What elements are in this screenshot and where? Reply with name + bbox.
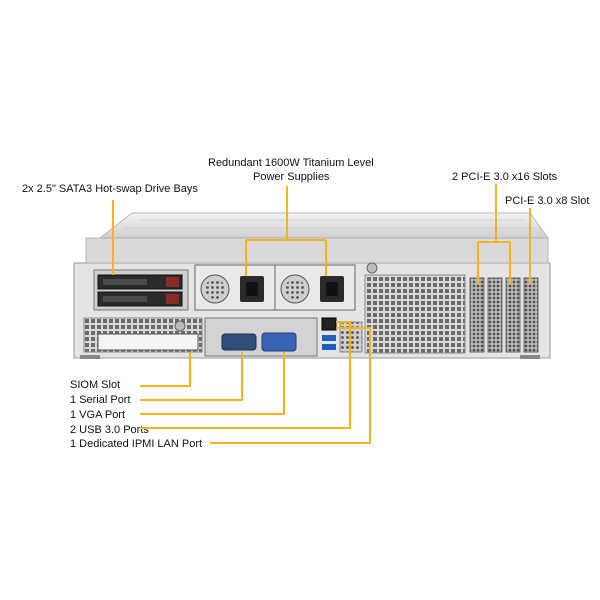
- serial-label: 1 Serial Port: [70, 394, 131, 406]
- vga-label: 1 VGA Port: [70, 409, 126, 421]
- siom-slot: [97, 333, 199, 351]
- pcie-x16-label: 2 PCI-E 3.0 x16 Slots: [452, 171, 558, 183]
- pcie-slots: [469, 277, 539, 353]
- usb-label: 2 USB 3.0 Ports: [70, 424, 149, 436]
- psu-1: [194, 264, 276, 311]
- drive-bays-label: 2x 2.5" SATA3 Hot-swap Drive Bays: [22, 183, 198, 195]
- drive-bay-2: [97, 291, 183, 307]
- pcie-x8-label: PCI-E 3.0 x8 Slot: [505, 195, 590, 207]
- chassis-top: [98, 212, 549, 239]
- vga-port: [261, 332, 297, 352]
- siom-label: SIOM Slot: [70, 379, 121, 391]
- drive-bay-1: [97, 274, 183, 290]
- callout-lines: [112, 184, 531, 444]
- psu-2: [274, 264, 356, 311]
- ipmi-lan-port: [321, 317, 337, 331]
- rear-vent: [364, 274, 466, 354]
- serial-port: [221, 333, 257, 351]
- usb-port-1: [322, 335, 336, 341]
- psu-label-line2: Power Supplies: [253, 171, 330, 183]
- ipmi-label: 1 Dedicated IPMI LAN Port: [70, 438, 203, 450]
- usb-port-2: [322, 344, 336, 350]
- psu-label-line1: Redundant 1600W Titanium Level: [208, 157, 374, 169]
